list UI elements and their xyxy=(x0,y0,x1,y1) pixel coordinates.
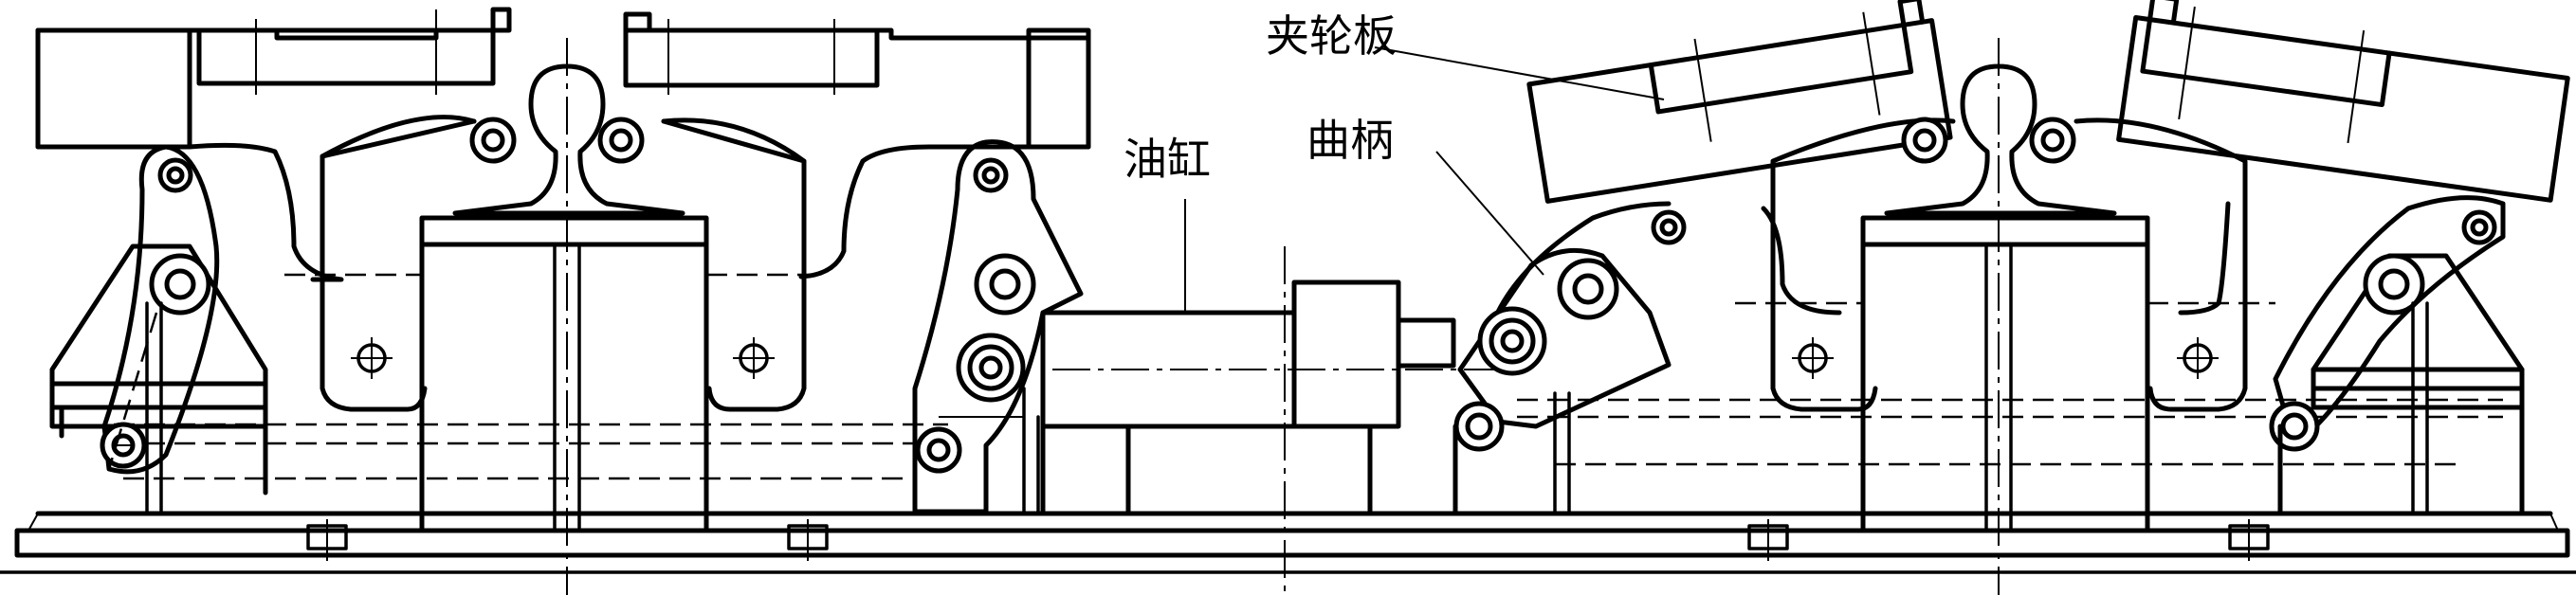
base-plate xyxy=(0,511,2576,574)
left-crank-bracket xyxy=(912,139,1084,514)
left-clamp-plate-right xyxy=(623,11,1091,150)
oil-cylinder-label: 油缸 xyxy=(1124,134,1211,185)
left-clamp-arm-outer xyxy=(187,115,477,412)
left-clamp-plate-left xyxy=(35,7,512,150)
right-clamp-plate-left xyxy=(1526,0,1953,204)
right-clamp-plate-right xyxy=(2116,0,2570,203)
crank-label: 曲柄 xyxy=(1306,115,1394,166)
right-clamp-unit xyxy=(1452,0,2570,595)
right-support-bracket xyxy=(2269,195,2525,514)
left-clamp-unit xyxy=(35,7,1091,595)
clamp-plate-label: 夹轮板 xyxy=(1266,10,1397,62)
left-rail xyxy=(452,63,685,216)
right-rail xyxy=(1884,63,2117,216)
crank xyxy=(1452,201,1687,514)
clamp-plate-leader xyxy=(1374,46,1665,100)
left-support-bracket xyxy=(49,144,268,514)
left-clamp-arm-inner xyxy=(661,117,932,412)
oil-cylinder xyxy=(1040,246,1498,595)
crank-leader xyxy=(1435,151,1544,276)
